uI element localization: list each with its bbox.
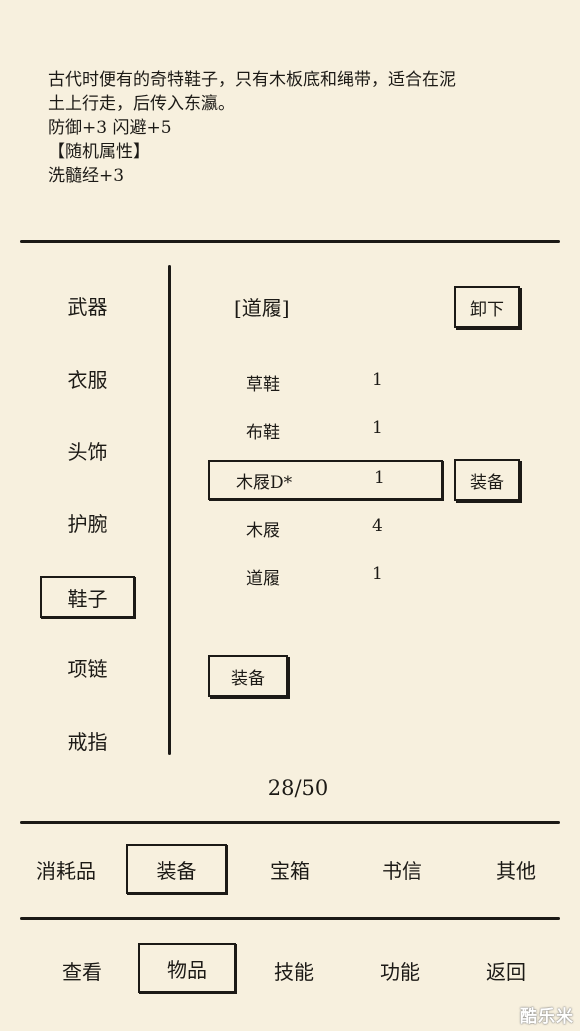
item-name: 木屐	[246, 521, 280, 541]
item-name: 道履	[246, 569, 280, 589]
item-quantity: 4	[372, 516, 383, 536]
unequip-button[interactable]: 卸下	[454, 286, 520, 328]
tab-other[interactable]: 其他	[496, 858, 536, 883]
item-description: 古代时便有的奇特鞋子，只有木板底和绳带，适合在泥 土上行走，后传入东瀛。 防御+…	[48, 68, 548, 188]
tab-consumables[interactable]: 消耗品	[36, 858, 96, 883]
divider-top	[20, 240, 560, 243]
item-quantity: 1	[372, 418, 383, 438]
tab-view[interactable]: 查看	[62, 959, 102, 984]
tab-skills[interactable]: 技能	[274, 959, 314, 984]
inventory-counter: 28/50	[267, 776, 329, 800]
description-line-2: 土上行走，后传入东瀛。	[48, 94, 235, 114]
list-item-selected[interactable]: 木屐D* 1	[208, 460, 443, 500]
item-quantity: 1	[372, 370, 383, 390]
equip-selected-item-button[interactable]: 装备	[454, 459, 520, 501]
list-item[interactable]: 木屐 4	[208, 508, 443, 548]
tab-functions[interactable]: 功能	[380, 959, 420, 984]
category-necklace[interactable]: 项链	[67, 656, 108, 681]
category-headwear[interactable]: 头饰	[67, 439, 108, 464]
equip-button[interactable]: 装备	[208, 655, 288, 697]
divider-vertical	[168, 265, 171, 755]
tab-items[interactable]: 物品	[138, 943, 236, 993]
random-attribute-value: 洗髓经+3	[48, 166, 125, 186]
category-weapon[interactable]: 武器	[67, 294, 108, 319]
category-bracer[interactable]: 护腕	[67, 511, 108, 536]
list-item[interactable]: 布鞋 1	[208, 410, 443, 450]
item-quantity: 1	[372, 564, 383, 584]
item-stats: 防御+3 闪避+5	[48, 118, 172, 138]
divider-middle	[20, 821, 560, 824]
item-name: 木屐D*	[236, 473, 293, 493]
tab-treasure-chest[interactable]: 宝箱	[270, 858, 310, 883]
category-clothes[interactable]: 衣服	[67, 367, 108, 392]
category-ring[interactable]: 戒指	[67, 729, 108, 754]
category-shoes[interactable]: 鞋子	[40, 576, 135, 618]
list-item[interactable]: 草鞋 1	[208, 362, 443, 402]
item-name: 布鞋	[246, 423, 280, 443]
watermark: 酷乐米	[520, 1007, 574, 1027]
divider-bottom	[20, 917, 560, 920]
item-quantity: 1	[374, 468, 385, 488]
list-item[interactable]: 道履 1	[208, 556, 443, 596]
tab-letters[interactable]: 书信	[382, 858, 422, 883]
random-attributes-header: 【随机属性】	[48, 142, 150, 162]
description-line-1: 古代时便有的奇特鞋子，只有木板底和绳带，适合在泥	[48, 70, 456, 90]
tab-equipment[interactable]: 装备	[126, 844, 227, 894]
tab-back[interactable]: 返回	[486, 959, 526, 984]
item-name: 草鞋	[246, 375, 280, 395]
equipped-item-name: [道履]	[234, 296, 290, 320]
